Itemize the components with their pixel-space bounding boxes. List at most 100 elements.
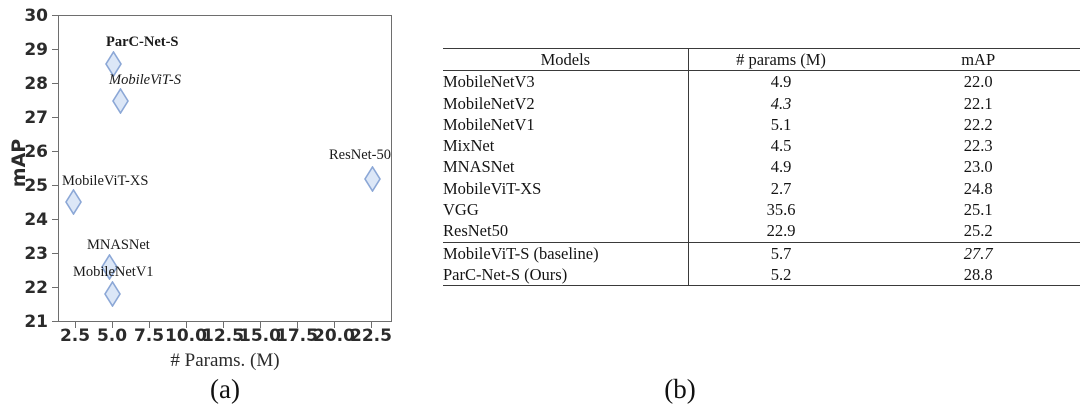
plot-area: ParC-Net-S MobileViT-S ResNet-50 MobileV… xyxy=(58,15,392,322)
cell-params: 2.7 xyxy=(770,178,792,198)
y-tick-label-21: 21 xyxy=(24,312,48,332)
column-header-map: mAP xyxy=(873,47,1080,72)
x-tick-label-17-5: 17.5 xyxy=(276,326,318,346)
x-tick-mark-2-5 xyxy=(75,322,76,328)
x-tick-mark-7-5 xyxy=(149,322,150,328)
cell-params: 4.5 xyxy=(770,136,792,156)
data-point-mnasnet xyxy=(101,254,118,280)
column-header-models: Models xyxy=(443,47,689,72)
y-tick-mark-22 xyxy=(52,287,58,288)
cell-map: 22.2 xyxy=(963,114,993,134)
cell-model: MNASNet xyxy=(443,156,689,178)
data-point-mobilevit-xs xyxy=(65,189,82,215)
cell-model: MixNet xyxy=(443,135,689,157)
x-tick-label-2-5: 2.5 xyxy=(59,326,91,346)
y-tick-label-24: 24 xyxy=(24,210,48,230)
y-tick-label-25: 25 xyxy=(24,176,48,196)
cell-model: ResNet50 xyxy=(443,220,689,243)
table-row: MobileViT-XS 2.7 24.8 xyxy=(443,177,1080,200)
point-label-resnet-50: ResNet-50 xyxy=(329,147,392,163)
x-tick-label-7-5: 7.5 xyxy=(133,326,165,346)
cell-map: 23.0 xyxy=(963,157,993,177)
table-row: MobileNetV1 5.1 22.2 xyxy=(443,113,1080,136)
cell-params: 22.9 xyxy=(766,221,796,241)
y-tick-mark-25 xyxy=(52,185,58,186)
table-row: MNASNet 4.9 23.0 xyxy=(443,156,1080,178)
cell-map: 24.8 xyxy=(963,178,993,198)
table-row: MixNet 4.5 22.3 xyxy=(443,135,1080,157)
y-tick-mark-23 xyxy=(52,253,58,254)
data-point-parc-net-s xyxy=(105,51,122,77)
cell-map: 25.1 xyxy=(963,200,993,220)
figure-a-scatter-plot: mAP 30 29 28 27 26 25 24 23 22 21 2.5 5.… xyxy=(0,0,440,409)
table-row: MobileNetV3 4.9 22.0 xyxy=(443,70,1080,93)
data-point-resnet-50 xyxy=(364,166,381,192)
x-tick-mark-17-5 xyxy=(297,322,298,328)
cell-model: MobileViT-S (baseline) xyxy=(443,241,689,264)
y-tick-mark-26 xyxy=(52,151,58,152)
table-row: ParC-Net-S (Ours) 5.2 28.8 xyxy=(443,263,1080,287)
caption-a: (a) xyxy=(210,374,240,404)
point-label-mnasnet: MNASNet xyxy=(87,237,150,253)
x-tick-mark-5-0 xyxy=(112,322,113,328)
x-tick-mark-15-0 xyxy=(260,322,261,328)
x-tick-label-10-0: 10.0 xyxy=(165,326,207,346)
y-tick-label-28: 28 xyxy=(24,74,48,94)
figure-b-results-table: Models # params (M) mAP MobileNetV3 4.9 … xyxy=(440,0,1080,409)
cell-map: 27.7 xyxy=(873,241,1080,264)
x-tick-mark-12-5 xyxy=(223,322,224,328)
table-row: ResNet50 22.9 25.2 xyxy=(443,220,1080,243)
point-label-mobilevit-xs: MobileViT-XS xyxy=(62,173,149,189)
x-tick-label-5-0: 5.0 xyxy=(96,326,128,346)
cell-model: VGG xyxy=(443,199,689,221)
cell-params: 4.9 xyxy=(770,157,792,177)
y-tick-label-29: 29 xyxy=(24,40,48,60)
cell-map: 22.1 xyxy=(963,93,993,113)
column-header-params: # params (M) xyxy=(688,47,874,72)
data-point-mobilevit-s xyxy=(112,88,129,114)
cell-params: 4.9 xyxy=(770,72,792,92)
cell-model: MobileNetV2 xyxy=(443,92,689,114)
x-tick-label-22-5: 22.5 xyxy=(350,326,392,346)
table-row: VGG 35.6 25.1 xyxy=(443,199,1080,221)
cell-params: 4.3 xyxy=(770,93,792,113)
y-tick-mark-28 xyxy=(52,83,58,84)
cell-map: 28.8 xyxy=(873,263,1080,287)
x-tick-label-20-0: 20.0 xyxy=(313,326,355,346)
cell-model: ParC-Net-S (Ours) xyxy=(443,263,689,287)
y-tick-label-22: 22 xyxy=(24,278,48,298)
table-header-row: Models # params (M) mAP xyxy=(443,47,1080,72)
x-tick-label-12-5: 12.5 xyxy=(202,326,244,346)
cell-params: 5.2 xyxy=(688,263,874,287)
x-tick-mark-20-0 xyxy=(334,322,335,328)
x-tick-label-15-0: 15.0 xyxy=(239,326,281,346)
y-tick-label-30: 30 xyxy=(24,6,48,26)
y-tick-label-26: 26 xyxy=(24,142,48,162)
cell-map: 25.2 xyxy=(963,221,993,241)
point-label-mobilenetv1: MobileNetV1 xyxy=(73,264,154,280)
point-label-mobilevit-s: MobileViT-S xyxy=(109,72,181,88)
table-row: MobileViT-S (baseline) 5.7 27.7 xyxy=(443,241,1080,264)
caption-b: (b) xyxy=(664,374,696,404)
y-tick-mark-21 xyxy=(52,321,58,322)
point-label-parc-net-s: ParC-Net-S xyxy=(106,34,179,50)
x-tick-mark-22-5 xyxy=(371,322,372,328)
cell-map: 22.3 xyxy=(963,136,993,156)
cell-map: 22.0 xyxy=(963,72,993,92)
y-tick-label-27: 27 xyxy=(24,108,48,128)
y-tick-mark-24 xyxy=(52,219,58,220)
cell-model: MobileViT-XS xyxy=(443,177,689,200)
cell-params: 5.1 xyxy=(770,114,792,134)
cell-params: 35.6 xyxy=(766,200,796,220)
cell-params: 5.7 xyxy=(688,241,874,264)
y-tick-mark-30 xyxy=(52,15,58,16)
cell-model: MobileNetV3 xyxy=(443,70,689,93)
x-tick-mark-10-0 xyxy=(186,322,187,328)
results-table: Models # params (M) mAP MobileNetV3 4.9 … xyxy=(443,47,1080,287)
x-axis-label: # Params. (M) xyxy=(170,350,280,371)
data-point-mobilenetv1 xyxy=(104,281,121,307)
cell-model: MobileNetV1 xyxy=(443,113,689,136)
table-row: MobileNetV2 4.3 22.1 xyxy=(443,92,1080,114)
y-tick-label-23: 23 xyxy=(24,244,48,264)
y-tick-mark-29 xyxy=(52,49,58,50)
